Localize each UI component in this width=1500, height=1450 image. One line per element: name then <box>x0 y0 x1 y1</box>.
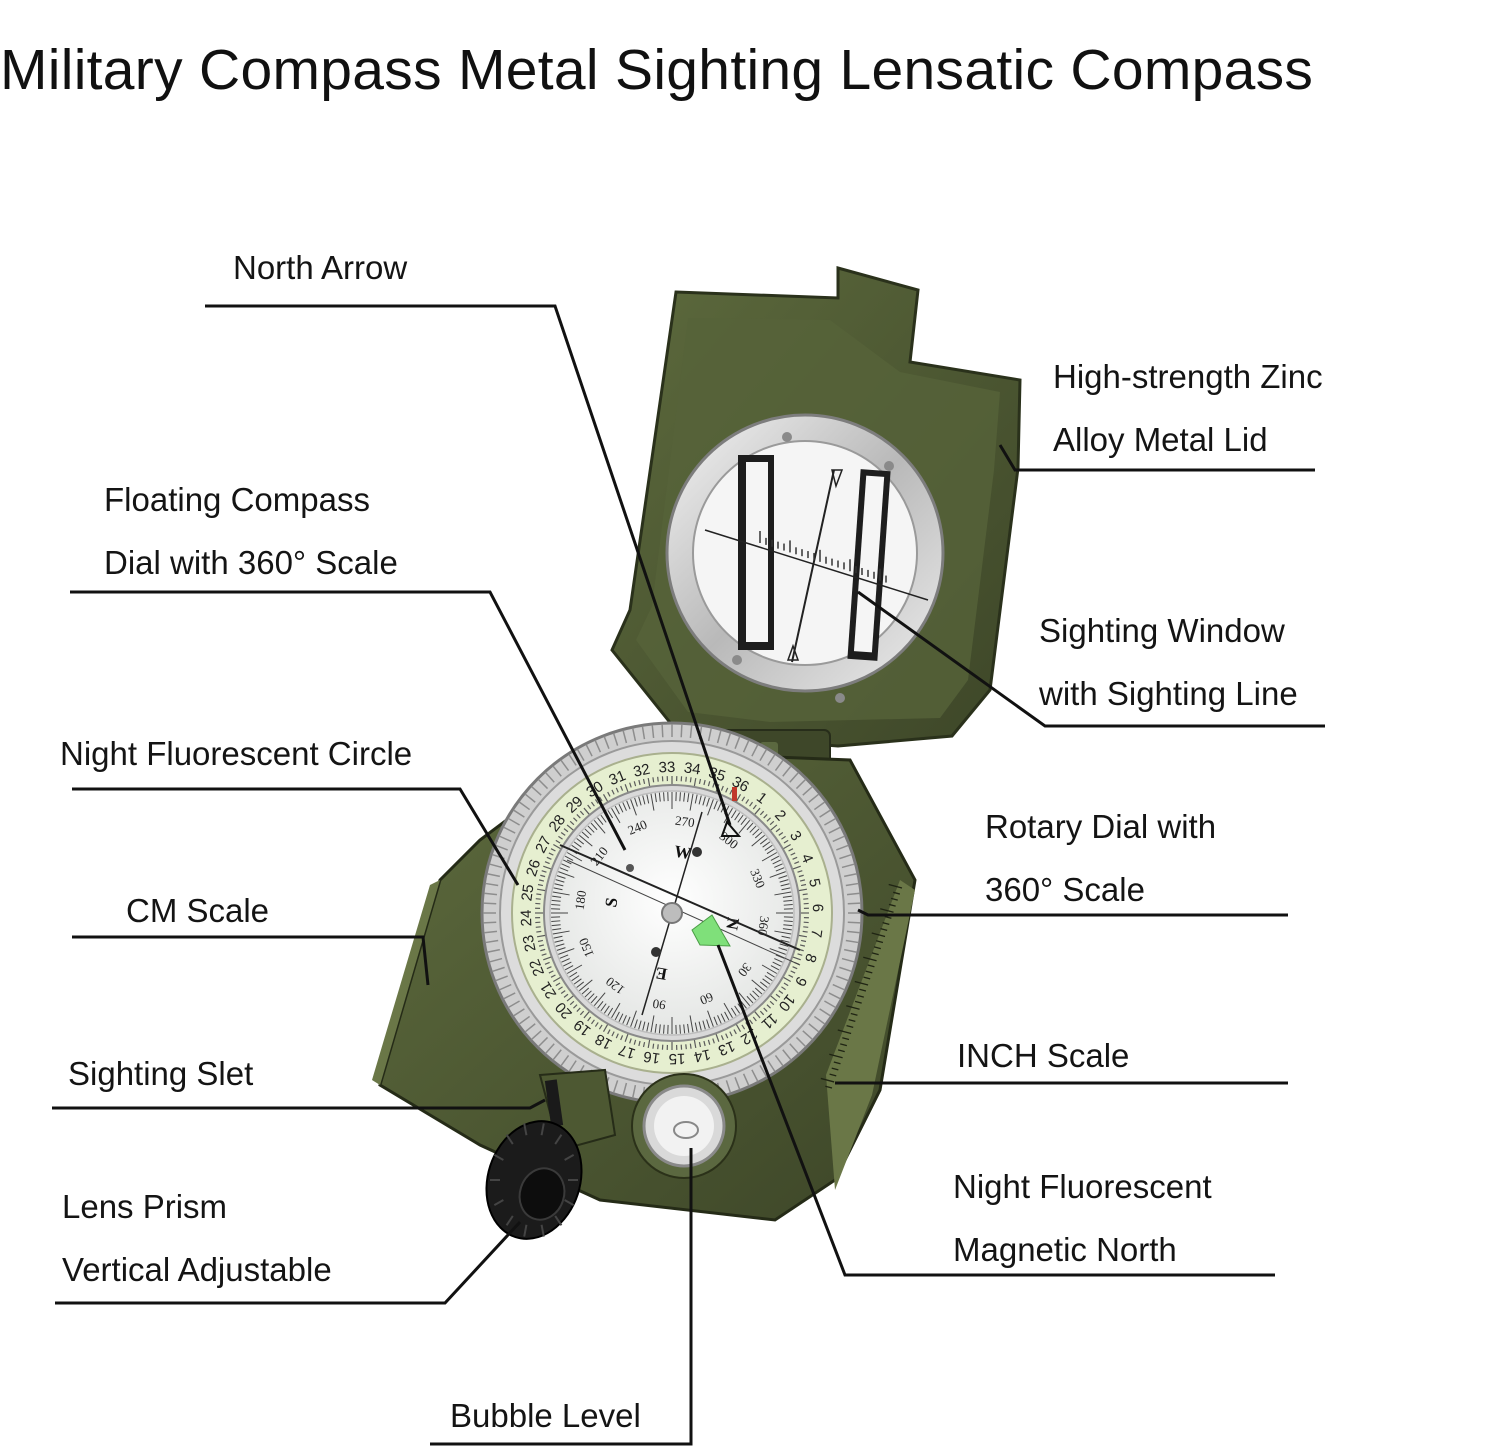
cardinal-letter: E <box>654 963 668 984</box>
label-night-circle: Night Fluorescent Circle <box>60 735 413 772</box>
magnetic-north-marker <box>691 914 731 947</box>
bezel-number: 14 <box>692 1045 712 1065</box>
bezel-number: 17 <box>616 1041 637 1062</box>
night-circle-callout <box>72 787 520 886</box>
north-arrow-callout <box>205 304 732 826</box>
callout-lines <box>52 304 1325 1446</box>
label-north-arrow: North Arrow <box>233 249 408 286</box>
label-prism-line-2: Vertical Adjustable <box>62 1251 332 1288</box>
bezel-number: 15 <box>668 1050 685 1068</box>
label-mag-north-line-2: Magnetic North <box>953 1231 1177 1268</box>
bezel-number: 32 <box>632 761 652 781</box>
compass-lid <box>610 266 1022 748</box>
label-inch-scale: INCH Scale <box>957 1037 1130 1074</box>
bubble-level <box>631 1073 737 1179</box>
label-mag-north-line-1: Night Fluorescent <box>953 1168 1212 1205</box>
bezel-number: 23 <box>520 933 540 953</box>
bezel-number: 16 <box>642 1048 661 1067</box>
cm-scale-edge <box>372 880 440 1085</box>
bezel-number: 34 <box>683 759 702 778</box>
bubble-callout <box>430 1148 693 1446</box>
bezel-number: 33 <box>658 759 675 777</box>
rotary-callout <box>857 908 1288 917</box>
card-number: 330 <box>747 866 768 890</box>
mag-north-callout <box>716 944 1275 1277</box>
label-floating-dial-line-1: Floating Compass <box>104 481 370 518</box>
bezel-number: 25 <box>518 883 537 902</box>
label-rotary-line-2: 360° Scale <box>985 871 1145 908</box>
label-sighting-slet: Sighting Slet <box>68 1055 254 1092</box>
bezel-number: 24 <box>518 909 536 926</box>
label-prism-line-1: Lens Prism <box>62 1188 228 1225</box>
card-number: 60 <box>698 989 716 1008</box>
bezel-number: 18 <box>592 1030 615 1053</box>
cm-scale-callout <box>72 935 430 986</box>
bezel-number: 27 <box>532 833 555 856</box>
label-window-line-2: with Sighting Line <box>1039 675 1298 712</box>
window-callout <box>857 590 1325 728</box>
bezel-number: 7 <box>807 928 825 939</box>
cardinal-letter: S <box>601 896 621 909</box>
label-window-line-1: Sighting Window <box>1039 612 1285 649</box>
card-number: 240 <box>625 817 649 838</box>
sighting-slet-callout <box>52 1098 546 1110</box>
lens-prism-knob <box>485 1120 583 1240</box>
bezel-number: 5 <box>805 877 823 889</box>
bezel-number: 22 <box>526 957 548 979</box>
page-title: Military Compass Metal Sighting Lensatic… <box>0 38 1314 102</box>
sighting-line <box>791 469 835 663</box>
bezel-number: 6 <box>809 903 826 912</box>
prism-callout <box>55 1220 522 1305</box>
bezel-number: 19 <box>571 1016 595 1040</box>
card-number: 180 <box>572 889 590 910</box>
label-cm-scale: CM Scale <box>126 892 270 929</box>
card-number: 270 <box>674 813 695 831</box>
label-bubble-level: Bubble Level <box>450 1397 641 1434</box>
bezel-number: 26 <box>523 857 544 878</box>
card-number: 150 <box>576 936 597 960</box>
cardinal-letter: N <box>722 916 743 932</box>
label-lid-line-2: Alloy Metal Lid <box>1053 421 1268 458</box>
floating-dial-callout <box>70 590 627 851</box>
lid-callout <box>998 444 1315 472</box>
inch-scale-edge <box>826 880 915 1190</box>
bezel-number: 21 <box>537 979 560 1002</box>
label-rotary-line-1: Rotary Dial with <box>985 808 1217 845</box>
card-number: 90 <box>652 996 667 1013</box>
bezel-number: 31 <box>607 767 629 789</box>
label-floating-dial-line-2: Dial with 360° Scale <box>104 544 398 581</box>
bezel-number: 28 <box>546 812 570 836</box>
north-arrow <box>720 820 742 837</box>
label-lid-line-1: High-strength Zinc <box>1053 358 1323 395</box>
bezel-number: 13 <box>716 1037 738 1059</box>
bezel-number: 10 <box>775 991 799 1015</box>
